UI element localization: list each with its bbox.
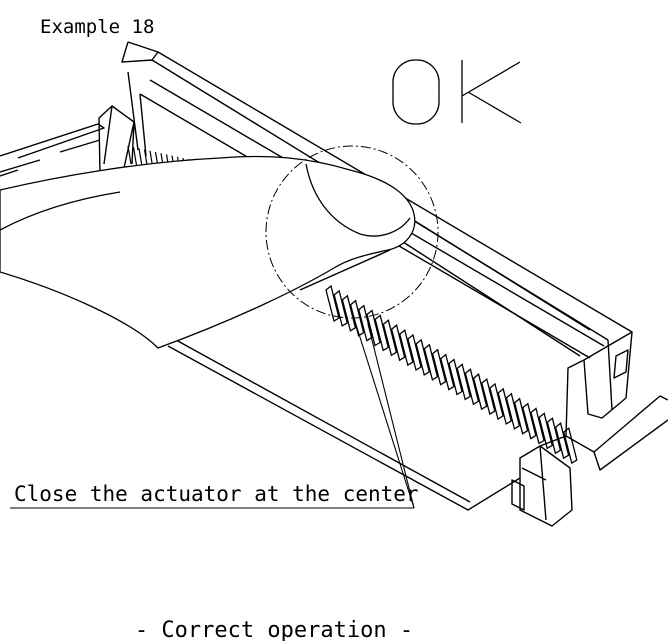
contact-pin bbox=[440, 353, 455, 391]
finger-shape bbox=[0, 155, 416, 349]
contact-pin bbox=[325, 284, 340, 323]
finger-outline bbox=[0, 155, 416, 349]
contact-pin bbox=[374, 314, 389, 352]
contact-pin bbox=[366, 309, 381, 347]
contact-pin bbox=[431, 348, 447, 386]
contact-pin bbox=[538, 412, 553, 450]
contact-pin bbox=[530, 407, 545, 445]
contact-pin bbox=[132, 147, 138, 166]
contact-pin bbox=[489, 382, 504, 421]
detail-circle bbox=[265, 145, 439, 319]
ok-letter-k-arm-lower bbox=[467, 91, 522, 124]
contact-pin bbox=[423, 343, 439, 381]
contact-pin bbox=[481, 377, 496, 416]
ok-letter-o bbox=[392, 59, 440, 125]
leader-line-b bbox=[367, 323, 415, 509]
right-housing-base bbox=[539, 359, 668, 471]
contact-pin bbox=[472, 373, 488, 411]
ok-verdict-mark bbox=[392, 59, 522, 125]
contact-pin bbox=[415, 338, 430, 376]
contact-pin bbox=[554, 422, 570, 460]
diagram-caption: - Correct operation - bbox=[135, 618, 413, 641]
contact-pin bbox=[407, 333, 422, 372]
contact-pin bbox=[341, 294, 357, 332]
contact-pin bbox=[138, 148, 143, 167]
ok-letter-k-arm-upper bbox=[461, 61, 521, 97]
example-label: Example 18 bbox=[40, 16, 154, 38]
front-right-latch bbox=[511, 445, 573, 527]
finger-crease bbox=[0, 191, 121, 231]
fpc-cable bbox=[167, 339, 521, 511]
contact-pin bbox=[563, 426, 578, 465]
left-latch bbox=[98, 105, 135, 176]
contact-pin bbox=[522, 402, 537, 440]
contact-pin bbox=[448, 358, 463, 396]
callout-leaders bbox=[10, 311, 415, 509]
leader-line-a bbox=[351, 311, 415, 509]
fingernail bbox=[305, 163, 411, 237]
front-contact-pins bbox=[325, 284, 578, 465]
housing-left-end bbox=[0, 123, 105, 177]
contact-pin bbox=[513, 397, 529, 435]
callout-text: Close the actuator at the center bbox=[14, 482, 419, 506]
contact-pin bbox=[546, 417, 562, 455]
contact-pin bbox=[497, 387, 512, 425]
contact-pin bbox=[127, 145, 132, 165]
right-end-block bbox=[583, 331, 633, 419]
contact-pin bbox=[333, 289, 348, 327]
contact-pin bbox=[382, 319, 398, 357]
contact-pin bbox=[464, 368, 480, 406]
contact-pin bbox=[399, 328, 414, 367]
contact-pin bbox=[390, 324, 406, 362]
contact-pin bbox=[456, 363, 471, 401]
actuator-front-edge bbox=[299, 217, 591, 357]
contact-pin bbox=[505, 392, 521, 430]
